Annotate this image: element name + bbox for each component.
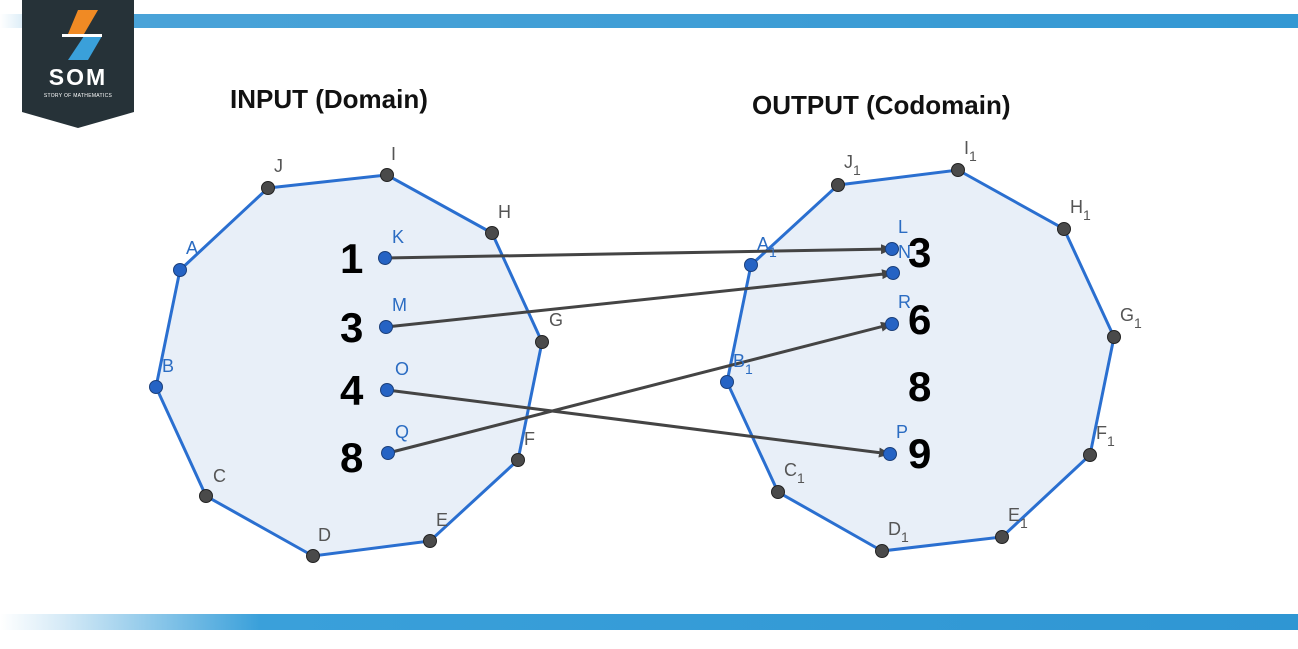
som-logo: SOM STORY OF MATHEMATICS (22, 0, 134, 128)
codomain-vertex-j1: J1 (831, 152, 861, 192)
vertex-label-f1: F1 (1096, 423, 1115, 449)
domain-value-4: 4 (340, 367, 364, 414)
domain-value-3: 3 (340, 304, 363, 351)
codomain-vertex-e1: E1 (995, 505, 1028, 544)
codomain-vertex-c1: C1 (771, 460, 805, 499)
domain-vertex-i: I (380, 144, 396, 182)
output-heading: OUTPUT (Codomain) (752, 90, 1011, 120)
vertex-label-g1: G1 (1120, 305, 1142, 331)
codomain-vertex-h1: H1 (1057, 197, 1091, 236)
point-label-l: L (898, 217, 908, 237)
point-label-p: P (896, 422, 908, 442)
domain-vertex-h: H (485, 202, 511, 240)
domain-point-m: M 3 (340, 295, 407, 351)
domain-vertex-a: A (173, 238, 198, 277)
domain-value-8: 8 (340, 434, 363, 481)
codomain-value-9: 9 (908, 430, 931, 477)
vertex-label-c: C (213, 466, 226, 486)
codomain-point-r: R (885, 292, 911, 331)
logo-badge-icon (22, 0, 134, 128)
point-label-r: R (898, 292, 911, 312)
domain-vertex-g: G (535, 310, 563, 349)
point-label-q: Q (395, 422, 409, 442)
mapping-arrow-q-to-r (387, 321, 893, 455)
mapping-arrow-m-to-n (385, 269, 894, 329)
domain-vertex-b: B (149, 356, 174, 394)
vertex-label-e: E (436, 510, 448, 530)
vertex-label-j: J (274, 156, 283, 176)
domain-point-o: O 4 (340, 359, 409, 414)
top-accent-bar (0, 14, 1298, 28)
codomain-vertex-a1: A1 (744, 234, 777, 272)
codomain-vertex-g1: G1 (1107, 305, 1142, 344)
vertex-label-e1: E1 (1008, 505, 1028, 531)
vertex-label-g: G (549, 310, 563, 330)
vertex-label-h: H (498, 202, 511, 222)
codomain-point-n: N (886, 242, 911, 280)
codomain-point-l: L (885, 217, 908, 256)
codomain-vertex-d1: D1 (875, 519, 909, 558)
vertex-label-f: F (524, 429, 535, 449)
domain-point-k: K 1 (340, 227, 404, 282)
vertex-label-h1: H1 (1070, 197, 1091, 223)
vertex-label-j1: J1 (844, 152, 861, 178)
logo-blue-shape (68, 36, 102, 60)
vertex-label-a: A (186, 238, 198, 258)
domain-value-1: 1 (340, 235, 363, 282)
point-label-m: M (392, 295, 407, 315)
logo-text: SOM (48, 64, 108, 90)
domain-vertex-f: F (511, 429, 535, 467)
vertex-label-b: B (162, 356, 174, 376)
domain-vertex-c: C (199, 466, 226, 503)
vertex-label-d: D (318, 525, 331, 545)
logo-subtext: STORY OF MATHEMATICS (43, 93, 113, 99)
codomain-polygon (725, 168, 1116, 553)
domain-polygon (154, 173, 544, 558)
mapping-arrow-o-to-p (386, 388, 891, 458)
vertex-label-i: I (391, 144, 396, 164)
domain-vertex-j: J (261, 156, 283, 195)
point-label-n: N (898, 242, 911, 262)
point-label-o: O (395, 359, 409, 379)
domain-vertex-d: D (306, 525, 331, 563)
domain-vertex-e: E (423, 510, 448, 548)
vertex-label-c1: C1 (784, 460, 805, 486)
codomain-vertex-f1: F1 (1083, 423, 1115, 462)
logo-orange-shape (68, 10, 98, 34)
codomain-vertex-b1: B1 (720, 351, 753, 389)
codomain-value-3: 3 (908, 229, 931, 276)
vertex-label-b1: B1 (733, 351, 753, 377)
codomain-vertex-i1: I1 (951, 138, 977, 177)
vertex-label-i1: I1 (964, 138, 977, 164)
input-heading: INPUT (Domain) (230, 84, 428, 114)
vertex-label-a1: A1 (757, 234, 777, 260)
point-label-k: K (392, 227, 404, 247)
mapping-arrow-k-to-l (384, 244, 893, 260)
codomain-point-p: P (883, 422, 908, 461)
codomain-value-6: 6 (908, 296, 931, 343)
vertex-label-d1: D1 (888, 519, 909, 545)
bottom-accent-bar (0, 614, 1298, 630)
domain-point-q: Q 8 (340, 422, 409, 481)
codomain-value-8: 8 (908, 363, 931, 410)
